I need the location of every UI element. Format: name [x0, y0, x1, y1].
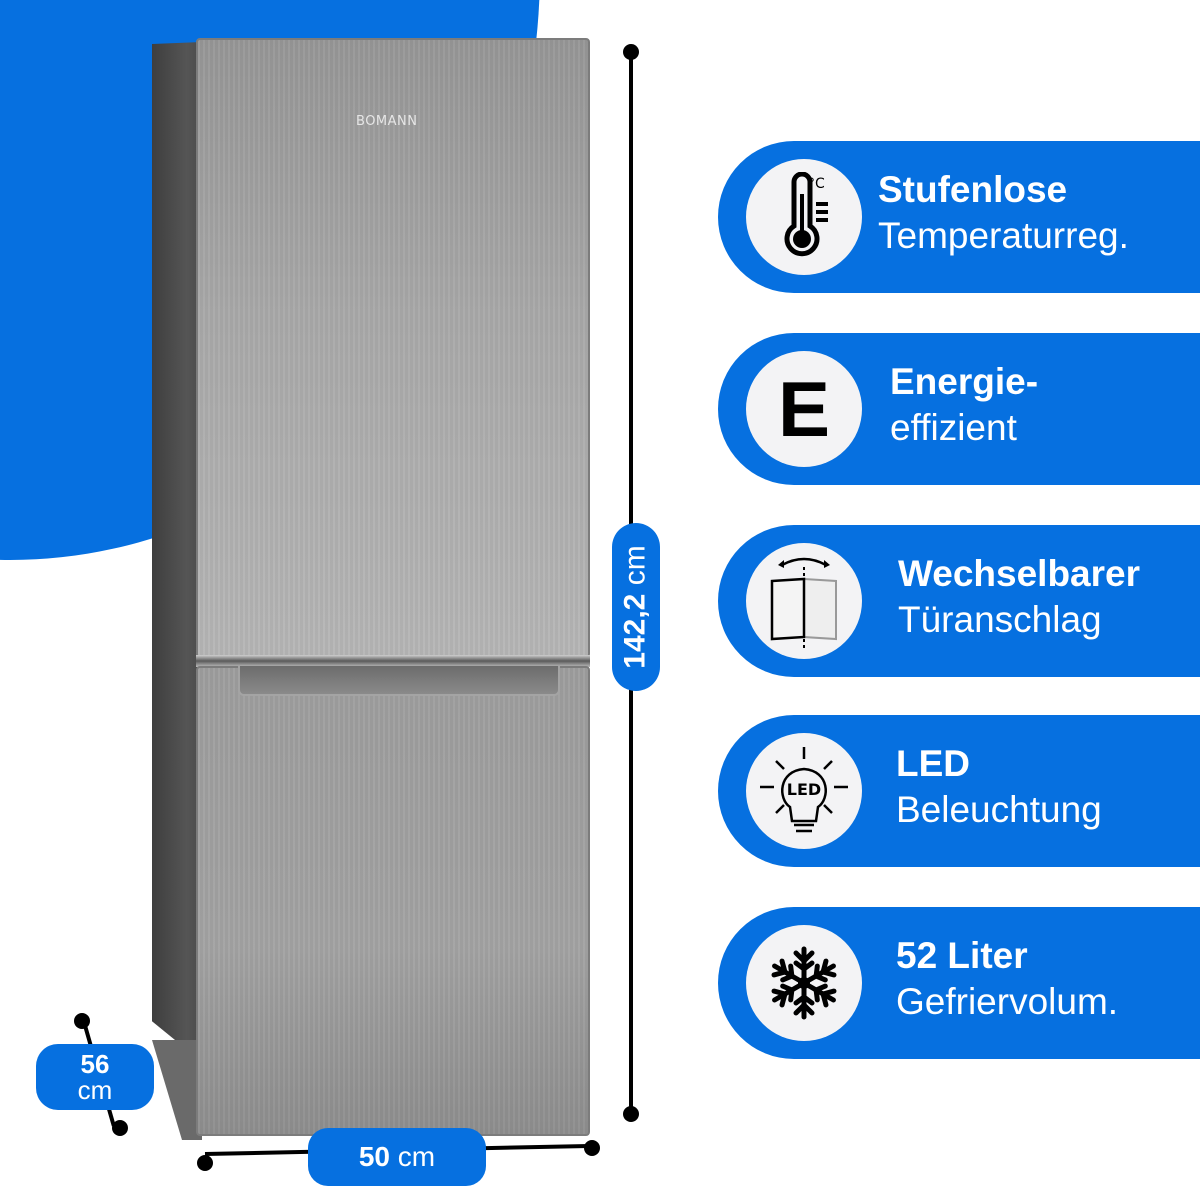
- door-reversible-icon: [770, 557, 837, 649]
- feature-title: Stufenlose: [878, 169, 1068, 210]
- feature-door: Wechselbarer Türanschlag: [718, 525, 1200, 677]
- width-badge: 50 cm: [308, 1128, 486, 1186]
- feature-temperature: °C Stufenlose Temperaturreg.: [718, 141, 1200, 293]
- fridge-base: [152, 1040, 202, 1140]
- fridge-upper-door: [196, 38, 590, 658]
- thermometer-icon: °C: [784, 172, 828, 257]
- depth-unit: cm: [77, 1075, 113, 1105]
- height-badge: 142,2 cm: [612, 523, 660, 691]
- width-value: 50: [358, 1141, 391, 1172]
- depth-line-top-dot: [74, 1013, 90, 1029]
- energy-class-e-icon: E: [777, 365, 831, 453]
- feature-subtitle: Beleuchtung: [896, 789, 1102, 830]
- depth-badge: 56 cm: [36, 1044, 154, 1110]
- fridge-lower-door: [196, 666, 590, 1136]
- feature-title: Energie-: [890, 361, 1039, 402]
- height-unit: cm: [619, 545, 653, 586]
- door-handle: [238, 666, 560, 696]
- depth-value: 56: [80, 1049, 110, 1079]
- door-divider: [196, 655, 590, 667]
- svg-text:LED: LED: [787, 780, 821, 799]
- width-unit: cm: [397, 1141, 436, 1172]
- feature-title: LED: [896, 743, 970, 784]
- feature-freezer: 52 Liter Gefriervolum.: [718, 907, 1200, 1059]
- brand-logo: BOMANN: [356, 114, 418, 129]
- feature-subtitle: effizient: [890, 407, 1017, 448]
- depth-line-bottom-dot: [112, 1120, 128, 1136]
- led-bulb-icon: LED: [760, 747, 848, 833]
- feature-icon-circle: [746, 925, 862, 1041]
- feature-title: 52 Liter: [896, 935, 1028, 976]
- feature-icon-circle: [746, 543, 862, 659]
- height-line-bottom-dot: [623, 1106, 639, 1122]
- feature-subtitle: Türanschlag: [898, 599, 1102, 640]
- feature-energy: E Energie- effizient: [718, 333, 1200, 485]
- width-line-right-dot: [584, 1140, 600, 1156]
- feature-icon-circle: E: [746, 351, 862, 467]
- feature-subtitle: Temperaturreg.: [878, 215, 1129, 256]
- feature-title: Wechselbarer: [898, 553, 1140, 594]
- height-value: 142,2: [619, 593, 653, 669]
- feature-icon-circle: LED: [746, 733, 862, 849]
- height-line-top-dot: [623, 44, 639, 60]
- feature-subtitle: Gefriervolum.: [896, 981, 1119, 1022]
- feature-led: LED LED Beleuchtung: [718, 715, 1200, 867]
- width-line-left-dot: [197, 1155, 213, 1171]
- feature-icon-circle: °C: [746, 159, 862, 275]
- snowflake-icon: [764, 946, 844, 1023]
- fridge-side-panel: [152, 42, 202, 1062]
